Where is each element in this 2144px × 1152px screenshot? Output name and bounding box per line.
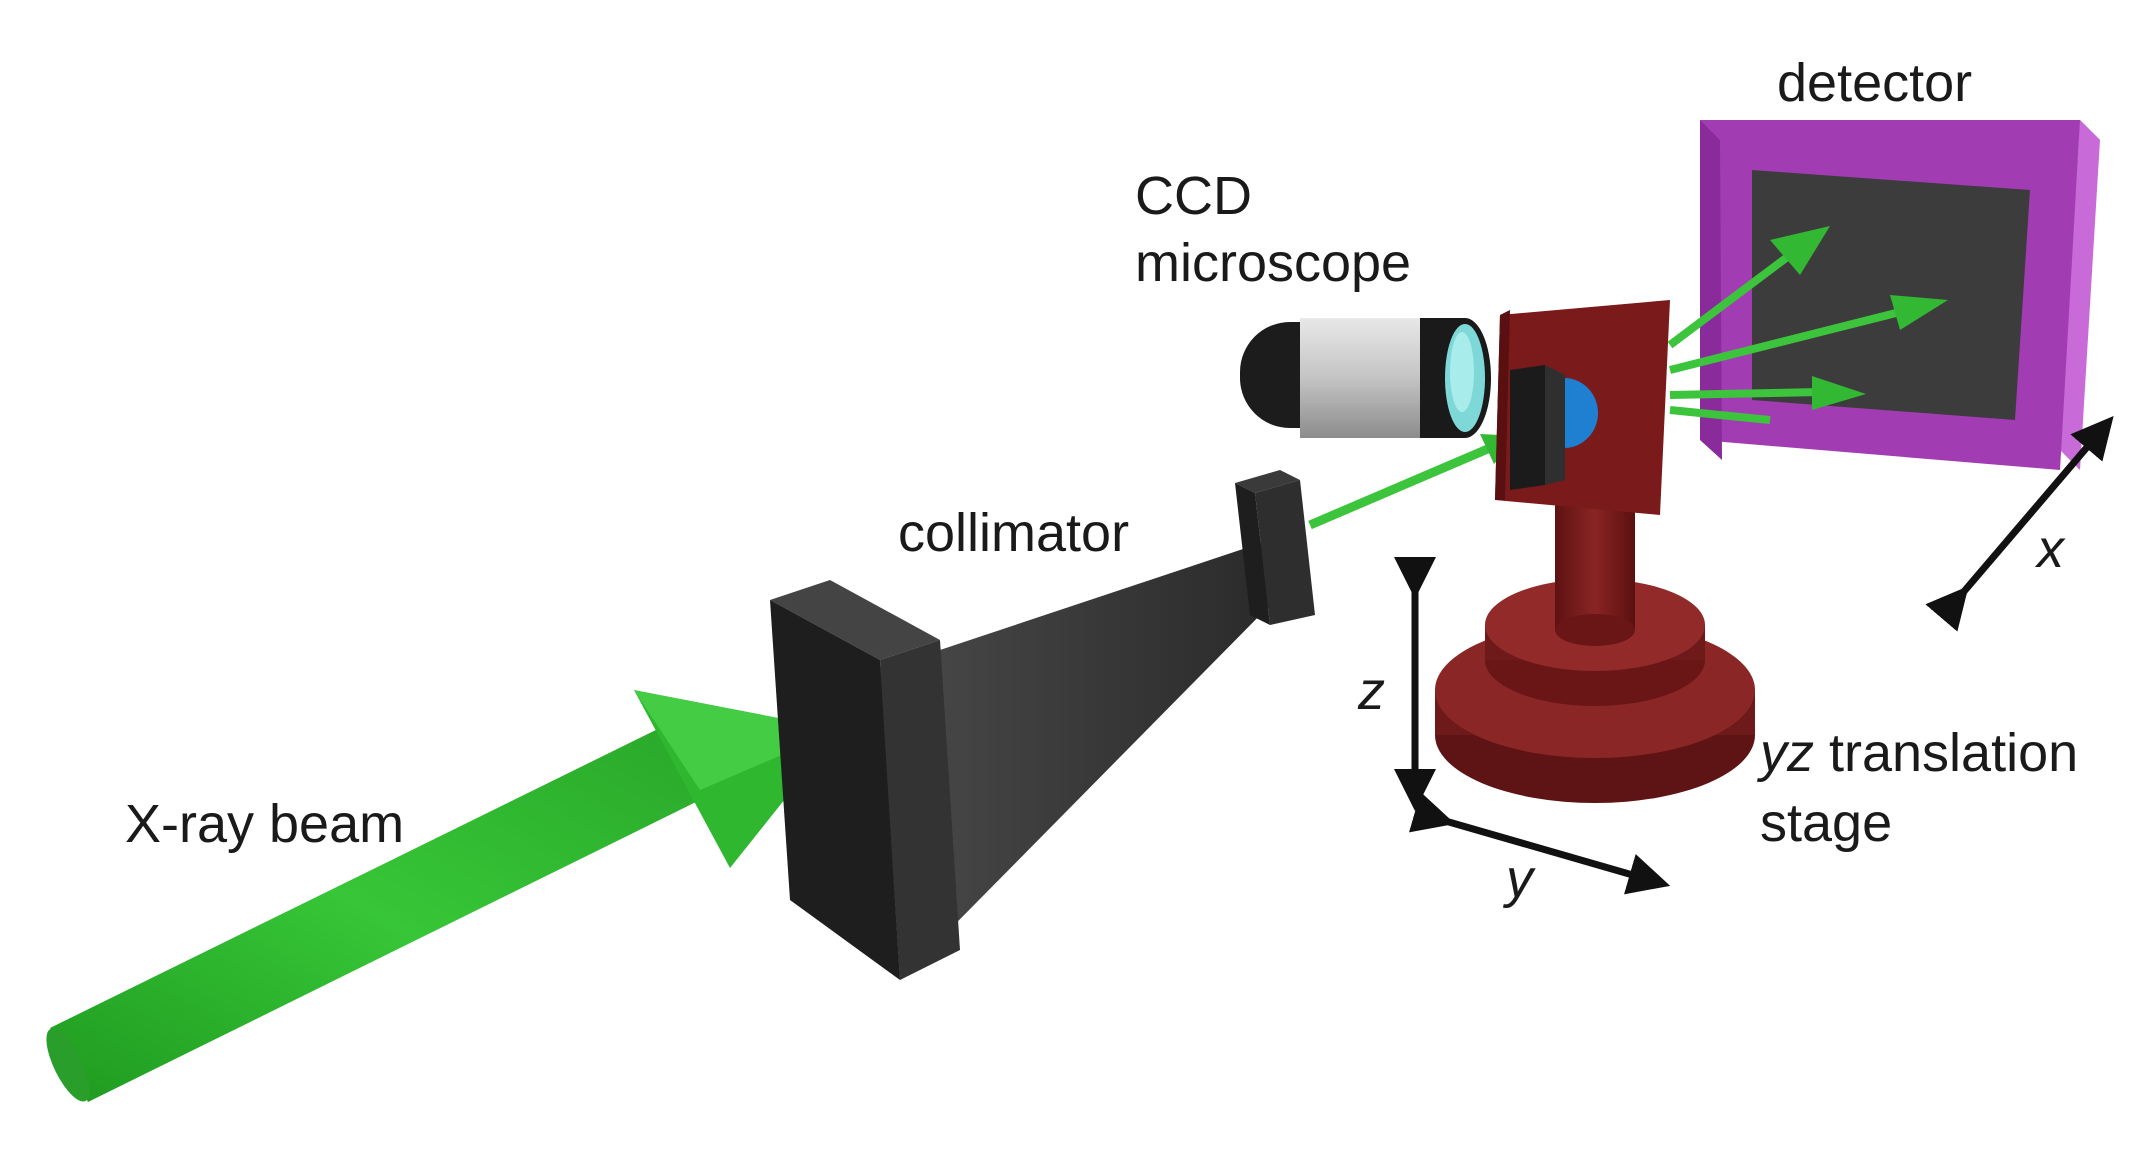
stage-translation-text: translation <box>1814 723 2079 783</box>
stage-label-line1: yz translation <box>1760 722 2078 786</box>
diffracted-beams <box>1667 226 1948 424</box>
collimator <box>770 470 1315 980</box>
ccd-microscope-label-line2: microscope <box>1135 233 1412 293</box>
ccd-microscope <box>1240 318 1491 438</box>
detector-label: detector <box>1777 53 1973 113</box>
ccd-microscope-label-line1: CCD <box>1135 166 1252 226</box>
axis-arrows <box>1394 416 2114 895</box>
stage-label-line2: stage <box>1760 793 1893 853</box>
xray-beam-label: X-ray beam <box>125 794 405 854</box>
y-axis-arrow <box>1409 792 1671 895</box>
stage-axes-text: yz <box>1760 723 1814 783</box>
collimated-beam <box>1308 434 1520 530</box>
collimator-label: collimator <box>898 503 1130 563</box>
z-axis-label: z <box>1358 661 1385 721</box>
y-axis-label: y <box>1506 849 1533 909</box>
x-axis-label: x <box>2037 519 2064 579</box>
x-axis-arrow <box>1925 416 2114 632</box>
xray-beam-arrow <box>46 690 840 1102</box>
yz-translation-stage <box>1435 300 1755 803</box>
